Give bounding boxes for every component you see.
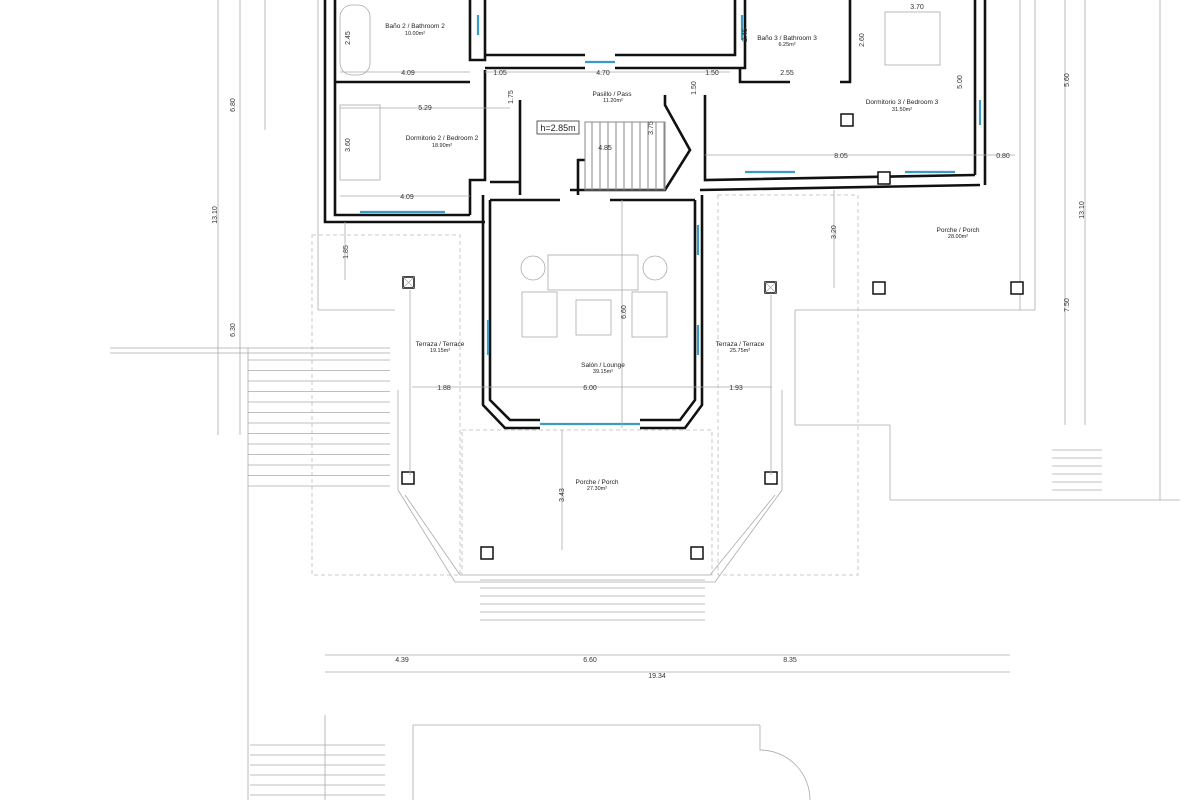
dim-label: 1.50: [691, 81, 698, 95]
dim-label: 7.50: [1064, 298, 1071, 312]
dim-label: 1.93: [729, 385, 743, 392]
ceiling-height-label: h=2.85m: [540, 123, 575, 133]
room-pass-name: Pasillo / Pass: [592, 91, 632, 98]
dimension-labels: 4.09 1.05 4.70 1.50 5.29 4.09 4.85 3.70 …: [212, 2, 1086, 680]
dim-label: 4.09: [401, 70, 415, 77]
dim-label: 0.80: [996, 153, 1010, 160]
dim-label: 2.60: [859, 33, 866, 47]
room-bed3-name: Dormitorio 3 / Bedroom 3: [866, 99, 939, 106]
dim-label: 4.70: [596, 70, 610, 77]
dim-label: 5.00: [957, 75, 964, 89]
room-terrace-left-name: Terraza / Terrace: [416, 341, 465, 348]
terrace-left-outline: [311, 234, 461, 576]
dim-label: 5.60: [1064, 73, 1071, 87]
dim-label: 13.10: [1079, 201, 1086, 219]
dim-label: 1.88: [437, 385, 451, 392]
dim-label: 1.85: [343, 245, 350, 259]
dim-label: 6.00: [583, 385, 597, 392]
room-bath2-area: 10.00m²: [405, 31, 425, 37]
columns: [401, 113, 1024, 560]
column: [401, 471, 415, 485]
room-labels: Baño 2 / Bathroom 2 10.00m² Pasillo / Pa…: [385, 23, 980, 492]
column: [1010, 281, 1024, 295]
lounge-furniture: [339, 4, 941, 338]
room-bed2-area: 18.90m²: [432, 143, 452, 149]
column: [480, 546, 494, 560]
room-terrace-left-area: 19.15m²: [430, 348, 450, 354]
dim-label: 3.43: [559, 488, 566, 502]
dim-label: 3.75: [648, 121, 655, 135]
dim-label: 4.85: [598, 145, 612, 152]
dim-label: 3.20: [831, 225, 838, 239]
column: [877, 171, 891, 185]
room-porch-right-area: 28.00m²: [948, 234, 968, 240]
room-bath2-name: Baño 2 / Bathroom 2: [385, 23, 445, 30]
dim-label: 2.55: [780, 70, 794, 77]
room-porch-front-name: Porche / Porch: [576, 479, 619, 486]
dim-label: 4.39: [395, 657, 409, 664]
dim-label: 2.45: [742, 28, 749, 42]
room-bed3-area: 31.50m²: [892, 107, 912, 113]
dim-label: 2.45: [345, 31, 352, 45]
staircase: [584, 121, 666, 191]
dim-label: 5.29: [418, 105, 432, 112]
walls: [323, 0, 987, 430]
dim-label: 13.10: [212, 206, 219, 224]
room-lounge-name: Salón / Lounge: [581, 362, 625, 369]
porch-outline: [461, 429, 713, 576]
column: [690, 546, 704, 560]
steps: [248, 359, 1102, 796]
site-lines: [110, 0, 1180, 800]
dim-label: 1.50: [705, 70, 719, 77]
dim-label: 4.09: [400, 194, 414, 201]
room-lounge-area: 39.15m²: [593, 369, 613, 375]
terrace-right-outline: [717, 194, 859, 576]
dim-label-bed3-top: 3.70: [910, 4, 924, 11]
room-porch-right-name: Porche / Porch: [937, 227, 980, 234]
dimension-lines: [217, 0, 1086, 673]
dim-label: 1.05: [493, 70, 507, 77]
dim-label: 6.60: [621, 305, 628, 319]
dim-label: 6.80: [230, 98, 237, 112]
column: [840, 113, 854, 127]
dim-label: 8.05: [834, 153, 848, 160]
dim-label: 19.34: [648, 673, 666, 680]
column-markers: [402, 276, 777, 294]
dim-label: 1.75: [508, 90, 515, 104]
room-terrace-right-area: 25.75m²: [730, 348, 750, 354]
room-bed2-name: Dormitorio 2 / Bedroom 2: [406, 135, 479, 142]
room-pass-area: 11.20m²: [603, 98, 623, 104]
room-porch-front-area: 27.30m²: [587, 486, 607, 492]
dim-label: 8.35: [783, 657, 797, 664]
dim-label: 6.30: [230, 323, 237, 337]
room-bath3-name: Baño 3 / Bathroom 3: [757, 35, 817, 42]
dim-label: 6.60: [583, 657, 597, 664]
room-bath3-area: 6.25m²: [778, 42, 795, 48]
dim-label: 3.60: [345, 138, 352, 152]
room-terrace-right-name: Terraza / Terrace: [716, 341, 765, 348]
column: [872, 281, 886, 295]
